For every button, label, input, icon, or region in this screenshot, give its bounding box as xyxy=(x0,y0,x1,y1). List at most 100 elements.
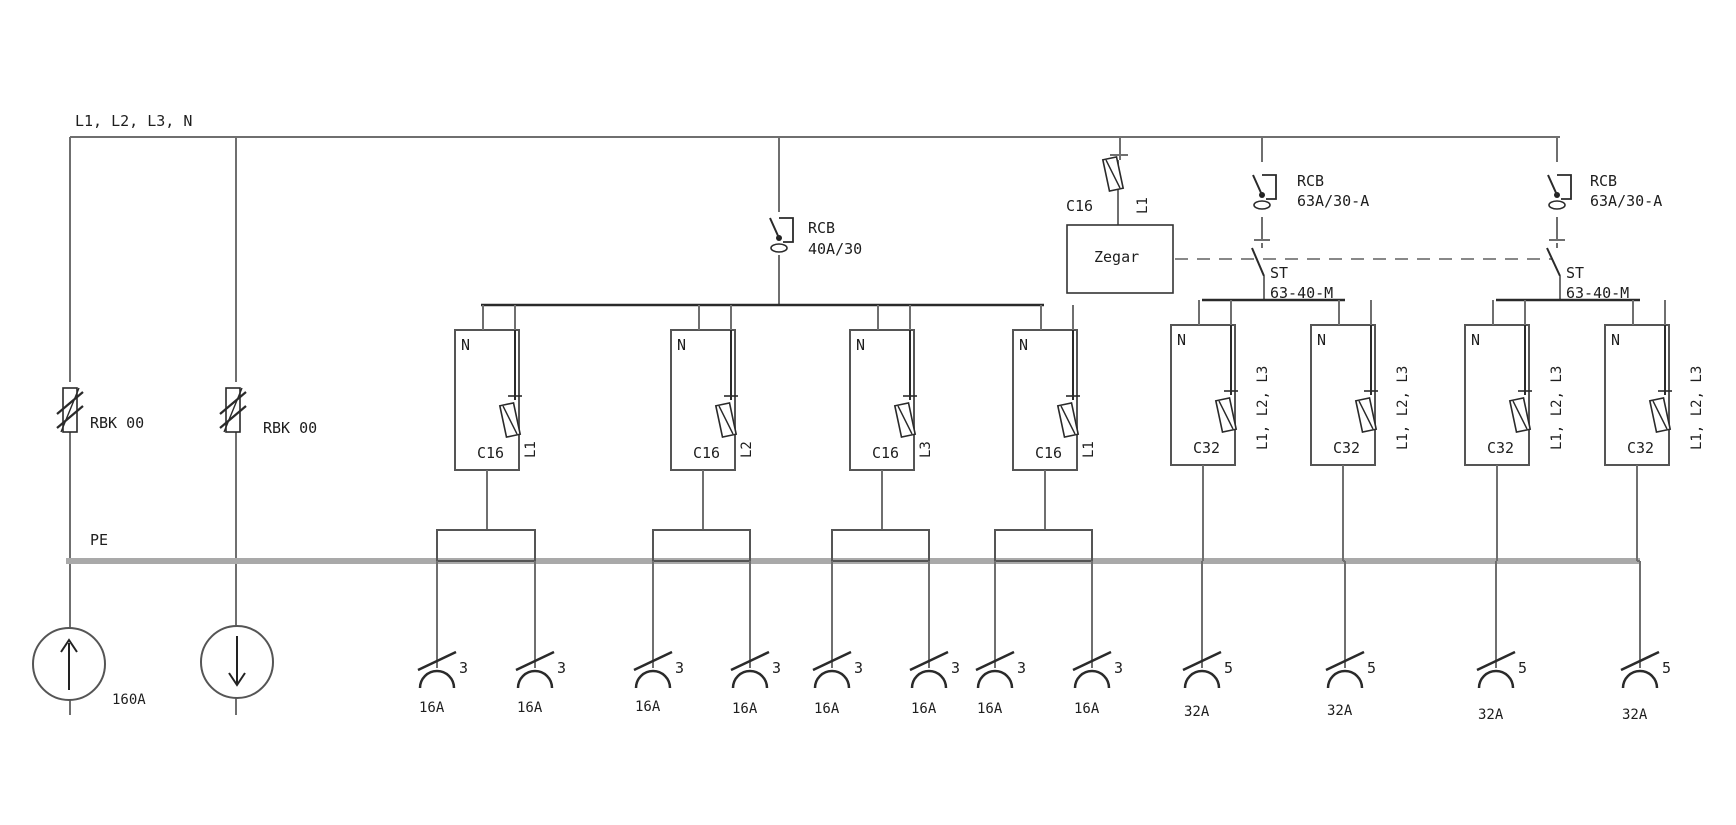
socket-icon xyxy=(1183,669,1221,689)
circuit-box xyxy=(670,329,736,471)
socket-poles-label: 3 xyxy=(1114,659,1123,677)
neutral-label: N xyxy=(1317,331,1326,349)
feeder-supply: RBK 00 160A xyxy=(32,137,146,715)
phase-label: L1, L2, L3 xyxy=(1255,366,1271,450)
circuit-box xyxy=(1604,324,1670,466)
rcb-2-rating: 63A/30-A xyxy=(1297,192,1369,210)
breaker-label: C16 xyxy=(872,444,899,462)
phase-label: L1, L2, L3 xyxy=(1395,366,1411,450)
supply-current-label: 160A xyxy=(112,692,146,708)
socket-poles-label: 3 xyxy=(1017,659,1026,677)
socket-poles-label: 3 xyxy=(951,659,960,677)
neutral-label: N xyxy=(461,336,470,354)
socket-poles-label: 5 xyxy=(1518,659,1527,677)
socket-poles-label: 5 xyxy=(1662,659,1671,677)
circuit-box xyxy=(849,329,915,471)
pe-label: PE xyxy=(90,531,108,549)
rbk-label-2: RBK 00 xyxy=(263,419,317,437)
circuit-box xyxy=(1310,324,1376,466)
socket-current-label: 16A xyxy=(732,701,758,717)
socket-current-label: 16A xyxy=(977,701,1003,717)
pole-mark xyxy=(515,650,555,672)
phase-label: L3 xyxy=(918,441,934,458)
clock-label: Zegar xyxy=(1094,248,1139,266)
pole-mark xyxy=(417,650,457,672)
socket-current-label: 16A xyxy=(419,700,445,716)
socket-poles-label: 3 xyxy=(854,659,863,677)
socket-current-label: 32A xyxy=(1622,707,1648,723)
pole-mark xyxy=(812,650,852,672)
socket-icon xyxy=(1073,669,1111,689)
socket-icon xyxy=(976,669,1014,689)
socket-icon xyxy=(634,669,672,689)
breaker-label: C32 xyxy=(1333,439,1360,457)
pole-mark xyxy=(730,650,770,672)
contactor-1-rating: 63-40-M xyxy=(1270,284,1333,302)
socket-icon xyxy=(813,669,851,689)
breaker-label: C16 xyxy=(1035,444,1062,462)
socket-icon xyxy=(1477,669,1515,689)
splitter-box xyxy=(652,529,751,562)
neutral-label: N xyxy=(1177,331,1186,349)
circuit-box xyxy=(1012,329,1078,471)
socket-poles-label: 3 xyxy=(772,659,781,677)
circuit-box xyxy=(1170,324,1236,466)
phase-label: L1, L2, L3 xyxy=(1689,366,1705,450)
clock-box xyxy=(1066,224,1174,294)
circuit-group: N C16 L1 3 16A 3 16A N C16 L2 3 16A 3 16A N C16 L3 3 16A 3 1… xyxy=(417,300,1705,723)
neutral-label: N xyxy=(856,336,865,354)
rcb-3-title: RCB xyxy=(1590,172,1617,190)
phase-label: L1, L2, L3 xyxy=(1549,366,1565,450)
breaker-label: C32 xyxy=(1193,439,1220,457)
rcb-3-rating: 63A/30-A xyxy=(1590,192,1662,210)
splitter-box xyxy=(831,529,930,562)
rcb-2-title: RCB xyxy=(1297,172,1324,190)
contactor-2-rating: 63-40-M xyxy=(1566,284,1629,302)
rcb-1: RCB 40A/30 xyxy=(769,137,862,305)
socket-poles-label: 5 xyxy=(1224,659,1233,677)
contactor-1-title: ST xyxy=(1270,264,1288,282)
splitter-box xyxy=(436,529,536,562)
socket-poles-label: 5 xyxy=(1367,659,1376,677)
socket-current-label: 16A xyxy=(911,701,937,717)
socket-icon xyxy=(731,669,769,689)
socket-current-label: 16A xyxy=(517,700,543,716)
pole-mark xyxy=(909,650,949,672)
main-bus-label: L1, L2, L3, N xyxy=(75,112,192,130)
clock-fuse-label: C16 xyxy=(1066,197,1093,215)
contactor-2-title: ST xyxy=(1566,264,1584,282)
socket-icon xyxy=(1326,669,1364,689)
contactor-1: ST 63-40-M xyxy=(1251,243,1333,302)
contactor-2: ST 63-40-M xyxy=(1546,243,1629,302)
pole-mark xyxy=(1476,650,1516,672)
feeder-outgoing: RBK 00 xyxy=(200,137,317,715)
phase-label: L2 xyxy=(739,441,755,458)
pole-mark xyxy=(1072,650,1112,672)
phase-label: L1 xyxy=(1081,441,1097,458)
breaker-label: C16 xyxy=(693,444,720,462)
socket-icon xyxy=(516,669,554,689)
socket-current-label: 32A xyxy=(1327,703,1353,719)
pole-mark xyxy=(633,650,673,672)
neutral-label: N xyxy=(1019,336,1028,354)
socket-icon xyxy=(910,669,948,689)
socket-current-label: 32A xyxy=(1184,704,1210,720)
neutral-label: N xyxy=(1471,331,1480,349)
socket-poles-label: 3 xyxy=(557,659,566,677)
pole-mark xyxy=(1182,650,1222,672)
rbk-label-1: RBK 00 xyxy=(90,414,144,432)
clock-branch: C16 L1 Zegar xyxy=(1066,137,1174,294)
pole-mark xyxy=(975,650,1015,672)
neutral-label: N xyxy=(677,336,686,354)
socket-icon xyxy=(418,669,456,689)
pole-mark xyxy=(1325,650,1365,672)
splitter-box xyxy=(994,529,1093,562)
breaker-label: C16 xyxy=(477,444,504,462)
rcb-1-title: RCB xyxy=(808,219,835,237)
socket-current-label: 16A xyxy=(1074,701,1100,717)
clock-phase-label: L1 xyxy=(1135,197,1151,214)
rcb-2: RCB 63A/30-A xyxy=(1252,137,1369,241)
socket-current-label: 32A xyxy=(1478,707,1504,723)
